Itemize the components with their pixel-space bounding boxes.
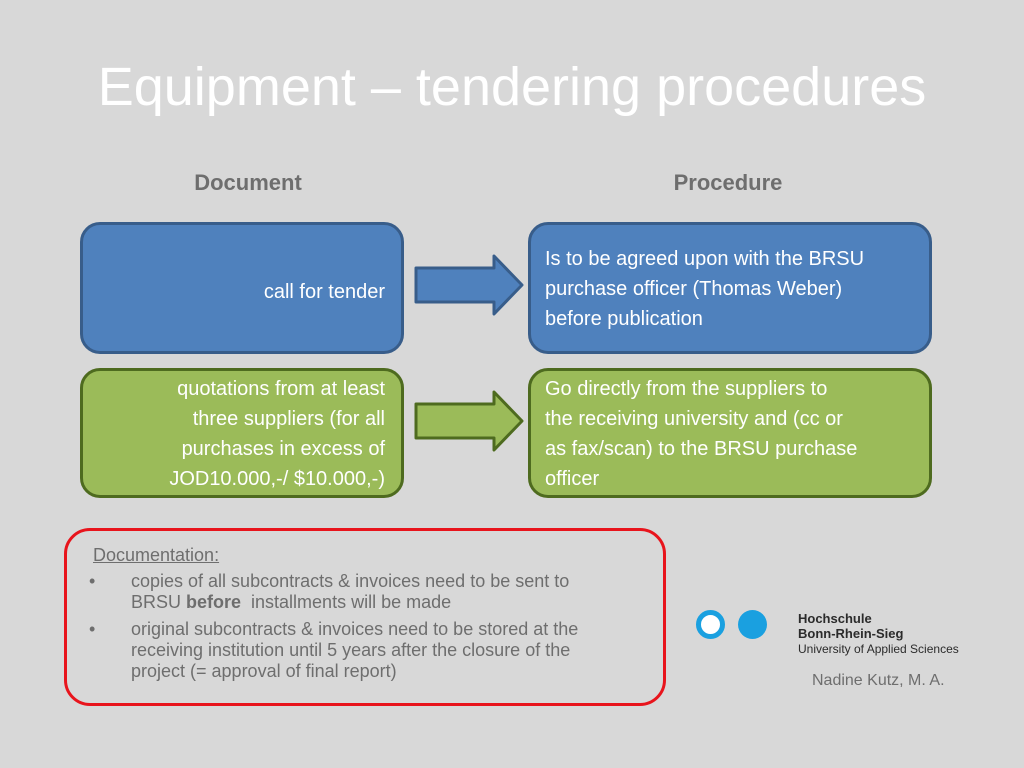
logo-text-line: Hochschule bbox=[798, 611, 872, 626]
bullet-text: BRSU bbox=[131, 592, 187, 612]
logo-text-line: University of Applied Sciences bbox=[798, 642, 959, 656]
procedure-line: purchase officer (Thomas Weber) bbox=[545, 278, 843, 300]
arrow-right-icon bbox=[414, 390, 524, 452]
bullet-emphasis: before bbox=[186, 592, 242, 612]
author-name: Nadine Kutz, M. A. bbox=[812, 672, 945, 689]
logo-text-line: Bonn-Rhein-Sieg bbox=[798, 626, 904, 641]
document-line: quotations from at least bbox=[177, 378, 385, 400]
bullet-line: original subcontracts & invoices need to… bbox=[131, 619, 579, 639]
bullet-line: BRSU before installments will be made bbox=[131, 592, 661, 613]
bullet-icon: • bbox=[89, 619, 96, 639]
university-logo: Hochschule Bonn-Rhein-Sieg University of… bbox=[696, 608, 986, 658]
procedure-line: as fax/scan) to the BRSU purchase bbox=[545, 438, 858, 460]
column-header-document: Document bbox=[194, 170, 302, 195]
slide-title: Equipment – tendering procedures bbox=[97, 57, 927, 117]
bullet-line: project (= approval of final report) bbox=[131, 661, 397, 681]
document-line: purchases in excess of bbox=[181, 438, 385, 460]
bullet-line: receiving institution until 5 years afte… bbox=[131, 640, 571, 660]
document-box-quotations: quotations from at least three suppliers… bbox=[80, 368, 404, 498]
procedure-line: officer bbox=[545, 468, 600, 490]
procedure-line: Is to be agreed upon with the BRSU bbox=[545, 248, 865, 270]
documentation-box: Documentation: • copies of all subcontra… bbox=[64, 528, 666, 706]
procedure-line: the receiving university and (cc or bbox=[545, 408, 843, 430]
document-line: JOD10.000,-/ $10.000,-) bbox=[169, 468, 385, 490]
document-box-call-for-tender: call for tender bbox=[80, 222, 404, 354]
bullet-line: copies of all subcontracts & invoices ne… bbox=[131, 571, 570, 591]
documentation-heading: Documentation: bbox=[93, 545, 220, 565]
column-header-procedure: Procedure bbox=[673, 170, 783, 195]
document-line: three suppliers (for all bbox=[192, 408, 385, 430]
logo-dot-icon bbox=[738, 610, 767, 639]
procedure-box-suppliers: Go directly from the suppliers to the re… bbox=[528, 368, 932, 498]
procedure-line: Go directly from the suppliers to bbox=[545, 378, 828, 400]
procedure-line: before publication bbox=[545, 308, 703, 330]
bullet-icon: • bbox=[89, 571, 96, 591]
bullet-text: installments will be made bbox=[241, 592, 452, 612]
logo-ring-icon bbox=[696, 610, 725, 639]
arrow-right-icon bbox=[414, 254, 524, 316]
procedure-box-agreement: Is to be agreed upon with the BRSU purch… bbox=[528, 222, 932, 354]
document-text: call for tender bbox=[263, 281, 385, 303]
